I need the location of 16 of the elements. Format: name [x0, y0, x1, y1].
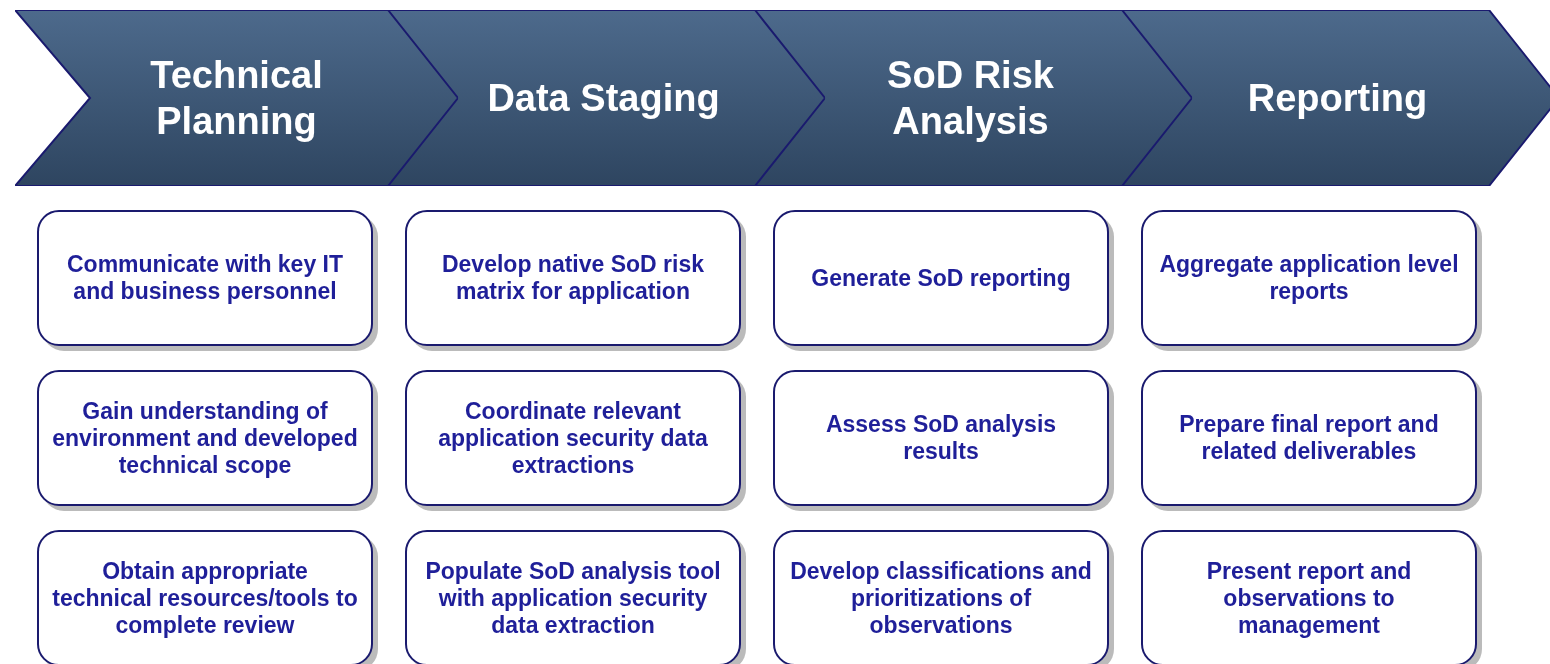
- task-text: Gain understanding of environment and developed technical scope: [51, 397, 359, 479]
- task-text: Aggregate application level reports: [1158, 251, 1460, 305]
- task-text: Prepare final report and related deliverables: [1178, 411, 1440, 465]
- task-text: Present report and observations to management: [1205, 557, 1413, 639]
- task-text: Develop native SoD risk matrix for application: [440, 251, 705, 305]
- step-title: Data Staging: [487, 76, 720, 121]
- task-text: Generate SoD reporting: [811, 264, 1071, 292]
- task-text: Populate SoD analysis tool with application security data extraction: [424, 557, 722, 639]
- task-text: Assess SoD analysis results: [824, 411, 1058, 465]
- step-title: Reporting: [1247, 76, 1428, 121]
- task-text: Obtain appropriate technical resources/tools to complete review: [51, 557, 359, 639]
- task-text: Communicate with key IT and business personnel: [65, 251, 345, 305]
- task-text: Develop classifications and prioritizations of observations: [789, 557, 1093, 639]
- task-text: Coordinate relevant application security data extractions: [437, 397, 709, 479]
- step-title: SoD Risk Analysis: [886, 53, 1055, 144]
- step-title: Technical Planning: [149, 53, 324, 144]
